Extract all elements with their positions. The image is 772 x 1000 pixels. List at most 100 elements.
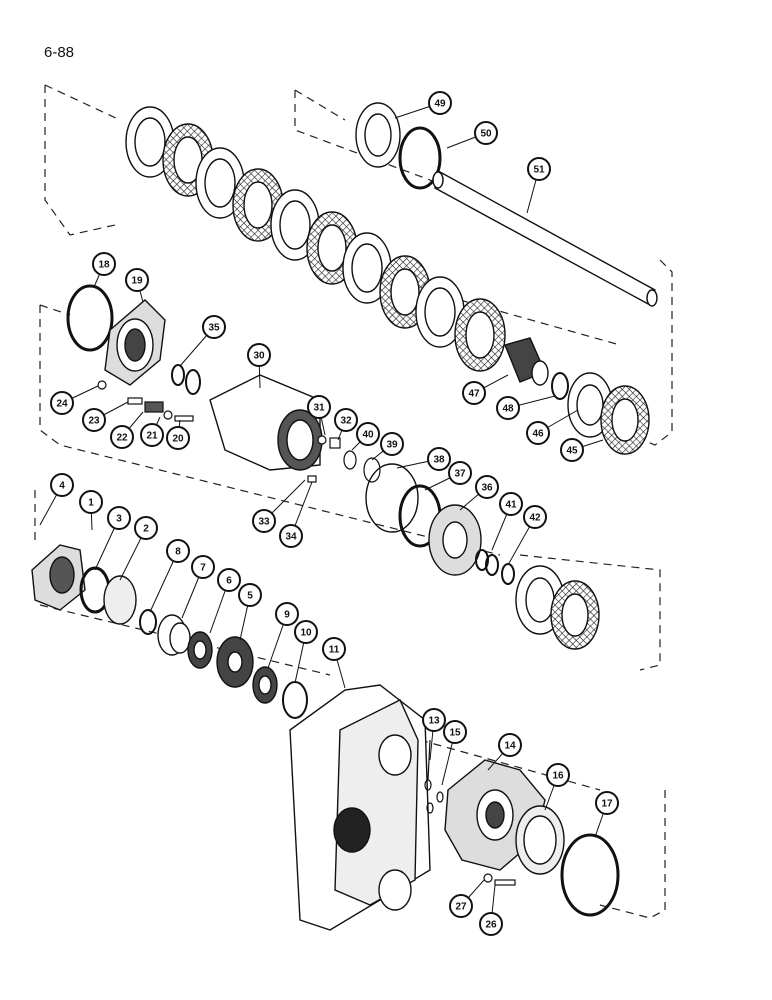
callout-5: 5 — [238, 583, 262, 641]
callout-circle — [125, 268, 149, 292]
callout-number: 8 — [175, 547, 181, 558]
callout-number: 33 — [258, 517, 270, 528]
springs-41-42 — [475, 549, 515, 585]
callout-circle — [595, 791, 619, 815]
retainer-19 — [104, 299, 166, 386]
callout-33: 33 — [252, 479, 306, 533]
callout-number: 7 — [200, 563, 206, 574]
callout-21: 21 — [140, 416, 164, 447]
friction-disc — [454, 298, 506, 372]
callout-circle — [560, 438, 584, 462]
callout-circle — [479, 912, 503, 936]
callout-39: 39 — [371, 432, 404, 461]
callout-circle — [279, 524, 303, 548]
callout-4: 4 — [39, 473, 74, 526]
callout-circle — [140, 423, 164, 447]
callout-49: 49 — [394, 91, 452, 119]
callout-48: 48 — [496, 395, 556, 420]
callout-32: 32 — [334, 408, 358, 441]
callout-40: 40 — [351, 422, 380, 451]
lower-discs — [515, 565, 600, 650]
callout-circle — [322, 637, 346, 661]
hub-30 — [209, 374, 323, 471]
callout-circle — [380, 432, 404, 456]
callout-circle — [294, 620, 318, 644]
small-parts-13-15 — [424, 739, 444, 814]
callout-circle — [191, 555, 215, 579]
callout-34: 34 — [279, 481, 313, 548]
callout-circle — [356, 422, 380, 446]
discs-45-46 — [567, 372, 650, 455]
callout-number: 6 — [226, 576, 232, 587]
callout-number: 45 — [566, 446, 578, 457]
valve-parts-20-24 — [97, 380, 194, 422]
shaft-51 — [432, 170, 658, 307]
callout-37: 37 — [424, 461, 472, 491]
callout-circle — [546, 763, 570, 787]
callout-circle — [523, 505, 547, 529]
callout-number: 46 — [532, 429, 544, 440]
callout-13: 13 — [422, 708, 446, 761]
callout-23: 23 — [82, 401, 129, 432]
callout-circle — [247, 343, 271, 367]
callout-number: 17 — [601, 799, 613, 810]
callout-circle — [334, 408, 358, 432]
bearing-6 — [187, 631, 213, 669]
callout-45: 45 — [560, 438, 604, 462]
callout-number: 3 — [116, 514, 122, 525]
callout-circle — [427, 447, 451, 471]
callout-15: 15 — [441, 720, 467, 786]
callout-30: 30 — [247, 343, 271, 389]
callout-circle — [110, 425, 134, 449]
callout-number: 11 — [329, 645, 340, 656]
callout-number: 38 — [433, 455, 445, 466]
callout-circle — [50, 473, 74, 497]
callout-number: 34 — [285, 532, 297, 543]
callout-number: 13 — [428, 716, 440, 727]
callout-50: 50 — [446, 121, 498, 149]
callout-number: 26 — [485, 920, 497, 931]
callout-circle — [443, 720, 467, 744]
callout-19: 19 — [125, 268, 149, 303]
callout-number: 22 — [116, 433, 128, 444]
clutch-disc-stack — [125, 106, 506, 372]
callout-14: 14 — [487, 733, 522, 771]
callout-46: 46 — [526, 409, 579, 445]
callout-22: 22 — [110, 411, 144, 449]
bolt-washer-26-27 — [483, 873, 516, 886]
callout-number: 9 — [284, 610, 290, 621]
callout-number: 27 — [455, 902, 467, 913]
callout-11: 11 — [322, 637, 346, 689]
callout-number: 19 — [131, 276, 143, 287]
callout-3: 3 — [94, 506, 131, 571]
callout-circle — [202, 315, 226, 339]
callout-circle — [217, 568, 241, 592]
callout-7: 7 — [181, 555, 215, 619]
callout-number: 1 — [88, 498, 94, 509]
steel-disc — [125, 106, 175, 178]
callout-number: 36 — [481, 483, 493, 494]
snap-ring-48 — [551, 372, 569, 400]
callout-number: 47 — [468, 389, 480, 400]
callout-1: 1 — [79, 490, 103, 531]
callout-number: 14 — [504, 741, 516, 752]
callout-circle — [238, 583, 262, 607]
callout-number: 4 — [59, 481, 65, 492]
callout-number: 48 — [502, 404, 514, 415]
callout-circle — [82, 408, 106, 432]
callout-circle — [307, 395, 331, 419]
seal-16 — [515, 805, 565, 875]
callout-number: 15 — [449, 728, 461, 739]
callout-38: 38 — [396, 447, 451, 471]
callout-36: 36 — [459, 475, 499, 511]
callout-circle — [448, 461, 472, 485]
shim-2 — [103, 575, 137, 625]
callout-number: 2 — [143, 524, 149, 535]
steel-disc — [415, 276, 465, 348]
o-ring-18 — [66, 284, 114, 352]
callout-circle — [498, 733, 522, 757]
steel-disc-49 — [355, 102, 401, 168]
callout-9: 9 — [267, 602, 299, 669]
callout-number: 41 — [505, 500, 517, 511]
o-ring-17 — [560, 833, 620, 917]
